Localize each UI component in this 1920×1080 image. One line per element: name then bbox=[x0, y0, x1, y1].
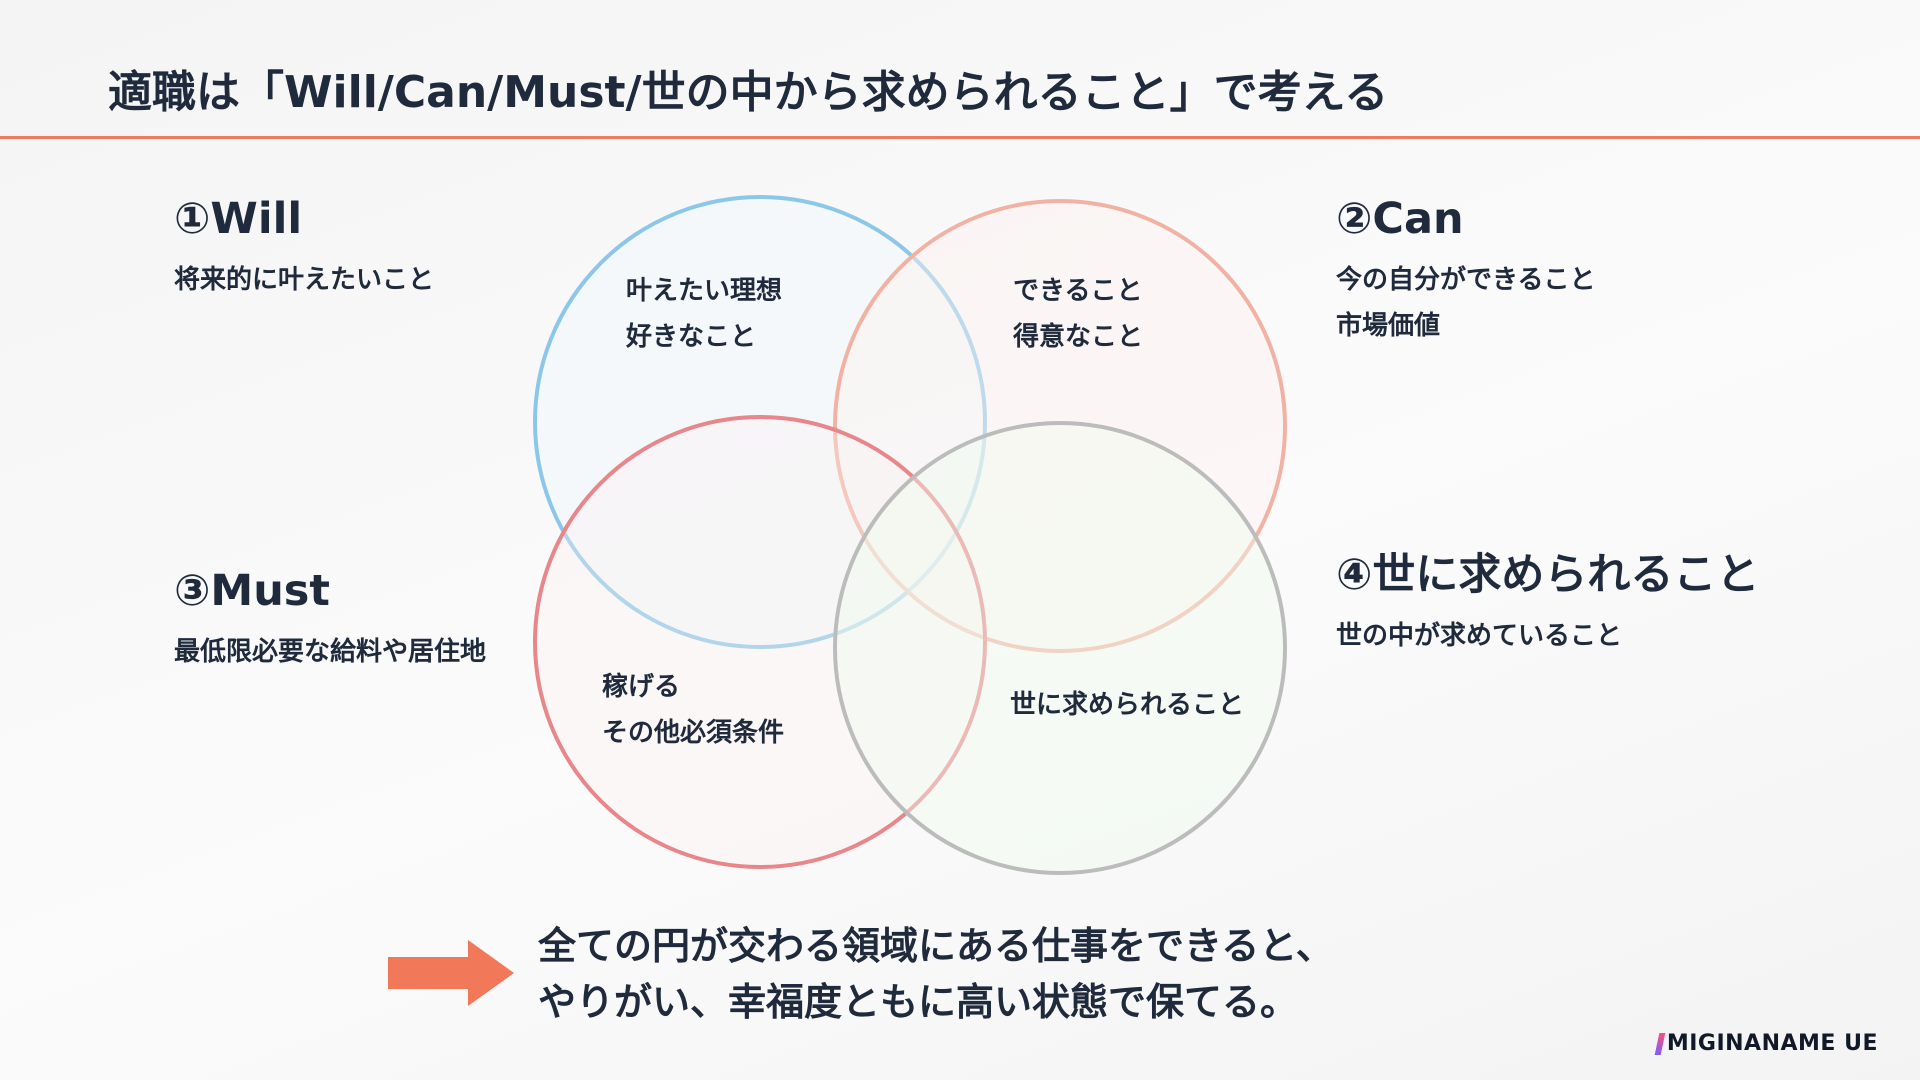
conclusion-text: 全ての円が交わる領域にある仕事をできると、 やりがい、幸福度ともに高い状態で保て… bbox=[538, 918, 1334, 1030]
will-circle-line2: 好きなこと bbox=[626, 322, 757, 352]
must-description: 最低限必要な給料や居住地 bbox=[174, 637, 487, 668]
title-divider bbox=[0, 136, 1920, 139]
conclusion-line2: やりがい、幸福度ともに高い状態で保てる。 bbox=[538, 980, 1299, 1024]
will-circle-line1: 叶えたい理想 bbox=[626, 276, 783, 306]
must-circle-line2: その他必須条件 bbox=[602, 718, 785, 748]
page-title: 適職は「Will/Can/Must/世の中から求められること」で考える bbox=[108, 67, 1389, 118]
can-circle-line1: できること bbox=[1013, 276, 1143, 306]
can-circle bbox=[833, 199, 1287, 653]
can-circle-line2: 得意なこと bbox=[1013, 322, 1144, 352]
will-circle bbox=[533, 195, 987, 649]
can-description-line2: 市場価値 bbox=[1336, 311, 1441, 342]
arrow-right-icon bbox=[388, 940, 514, 1006]
conclusion-line1: 全ての円が交わる領域にある仕事をできると、 bbox=[538, 924, 1334, 968]
must-title: ③Must bbox=[174, 566, 330, 616]
brand-logo: MIGINANAME UE bbox=[1654, 1031, 1878, 1056]
world-description: 世の中が求めていること bbox=[1336, 621, 1623, 652]
world-circle bbox=[833, 421, 1287, 875]
world-circle-line1: 世に求められること bbox=[1010, 690, 1245, 720]
will-description: 将来的に叶えたいこと bbox=[174, 265, 435, 296]
world-label: ④世に求められること 世の中が求めていること bbox=[1336, 550, 1760, 659]
can-description: 今の自分ができること 市場価値 bbox=[1336, 257, 1595, 349]
must-label: ③Must 最低限必要な給料や居住地 bbox=[174, 566, 487, 675]
must-circle bbox=[533, 415, 987, 869]
logo-text: MIGINANAME UE bbox=[1666, 1031, 1878, 1056]
can-description-line1: 今の自分ができること bbox=[1336, 265, 1596, 296]
world-circle-text: 世に求められること bbox=[1010, 682, 1244, 728]
will-label: ①Will 将来的に叶えたいこと bbox=[174, 194, 435, 303]
will-circle-text: 叶えたい理想 好きなこと bbox=[626, 268, 782, 360]
must-circle-line1: 稼げる bbox=[602, 672, 681, 702]
can-label: ②Can 今の自分ができること 市場価値 bbox=[1336, 194, 1595, 349]
world-title: ④世に求められること bbox=[1336, 550, 1760, 600]
must-circle-text: 稼げる その他必須条件 bbox=[602, 664, 784, 756]
can-title: ②Can bbox=[1336, 194, 1464, 244]
logo-mark-icon bbox=[1654, 1032, 1666, 1055]
can-circle-text: できること 得意なこと bbox=[1013, 268, 1143, 360]
will-title: ①Will bbox=[174, 194, 303, 244]
